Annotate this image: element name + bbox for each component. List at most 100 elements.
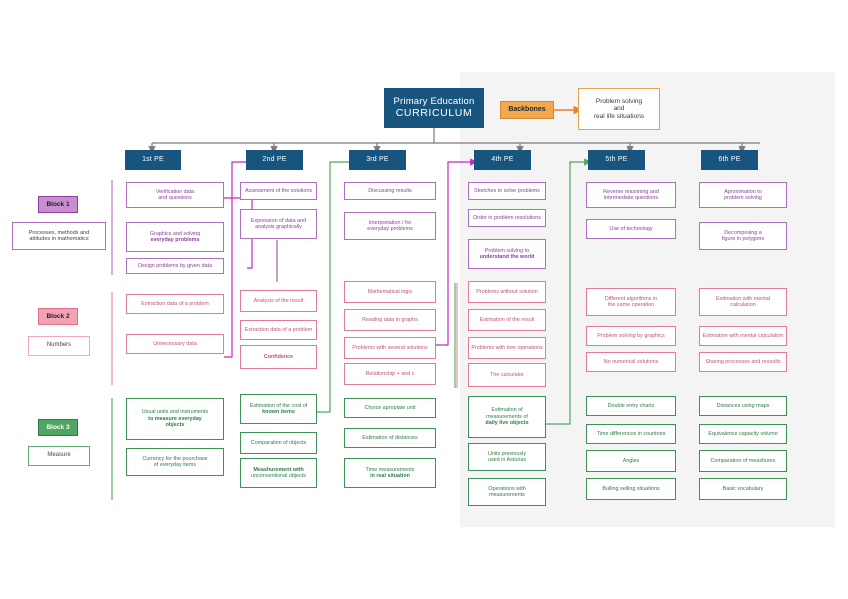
card-block3-pe6-1[interactable]: Distances using maps (699, 396, 787, 416)
card-block3-pe5-3[interactable]: Angles (586, 450, 676, 472)
column-header-pe1[interactable]: 1st PE (125, 150, 181, 170)
card-line: Analysis of the result (253, 297, 304, 304)
card-block2-pe2-1[interactable]: Analysis of the result (240, 290, 317, 312)
card-block2-pe4-1[interactable]: Problems without solution (468, 281, 546, 303)
card-block2-pe2-2[interactable]: Extraction data of a problem (240, 320, 317, 340)
card-block3-pe6-4[interactable]: Basic vocabulary (699, 478, 787, 500)
card-block2-pe3-4[interactable]: Relationship + and x (344, 363, 436, 385)
card-block2-pe6-3[interactable]: Sharing processes and resoults (699, 352, 787, 372)
card-line: Bulling selling situations (602, 485, 660, 492)
card-line: Operations with (488, 485, 526, 492)
card-block3-pe5-2[interactable]: Time differencce in countries (586, 424, 676, 444)
column-header-label: 5th PE (605, 155, 628, 163)
column-header-label: 3rd PE (366, 155, 389, 163)
card-block2-pe4-3[interactable]: Problems with tree operations (468, 337, 546, 359)
card-line: Aproximation to (724, 188, 762, 195)
backbones-label: Backbones (508, 105, 546, 113)
card-line: Problems without solution (476, 288, 538, 295)
card-block2-pe1-2[interactable]: Unnecessary data (126, 334, 224, 354)
block-description-line1: Processes, methods and (28, 229, 90, 236)
card-line: Extraction data of a problem (141, 300, 209, 307)
problem-solving-node[interactable]: Problem solving and real life situations (578, 88, 660, 130)
column-header-pe4[interactable]: 4th PE (474, 150, 531, 170)
column-header-pe6[interactable]: 6th PE (701, 150, 758, 170)
backbones-node[interactable]: Backbones (500, 101, 554, 119)
block-title-label: Block 3 (46, 423, 70, 431)
card-block1-pe4-1[interactable]: Sketches to solve problems (468, 182, 546, 200)
card-block3-pe5-4[interactable]: Bulling selling situations (586, 478, 676, 500)
card-line: Estimation with mental calculation (702, 332, 784, 339)
card-line: Estimation of the cost of (249, 402, 308, 409)
card-block1-pe5-2[interactable]: Use of technology (586, 219, 676, 239)
card-block2-pe6-2[interactable]: Estimation with mental calculation (699, 326, 787, 346)
block-description-block1: Processes, methods and attitudes in math… (12, 222, 106, 250)
root-node-curriculum[interactable]: Primary Education CURRICULUM (384, 88, 484, 128)
card-line: objects (165, 422, 185, 429)
card-line: Mathematical logic (367, 288, 413, 295)
card-block3-pe3-2[interactable]: Estimation of distances (344, 428, 436, 448)
card-line: Equivalence capacity volume (708, 430, 778, 437)
card-block3-pe2-2[interactable]: Comparation of objects (240, 432, 317, 454)
card-line: Expression of data and (250, 217, 307, 224)
card-block2-pe5-3[interactable]: No numerical solutions (586, 352, 676, 372)
card-line: problem solving (724, 195, 762, 201)
card-line: Interpretation / for (368, 219, 412, 226)
block-title-block2[interactable]: Block 2 (38, 308, 78, 325)
card-line: Problems with tree operations (471, 344, 543, 351)
card-line: analysis graphically (255, 224, 302, 230)
card-line: calculation (730, 302, 756, 308)
card-block2-pe3-1[interactable]: Mathematical logic (344, 281, 436, 303)
card-line: everyday problems (150, 237, 200, 243)
problem-solving-line2: and (613, 105, 625, 113)
card-block1-pe4-2[interactable]: Order in problem resolutions (468, 209, 546, 227)
column-header-pe2[interactable]: 2nd PE (246, 150, 303, 170)
card-line: Estimation of distances (362, 434, 418, 441)
card-block3-pe6-2[interactable]: Equivalence capacity volume (699, 424, 787, 444)
card-block1-pe2-1[interactable]: Assessment of the solutions (240, 182, 317, 200)
card-block2-pe4-4[interactable]: The calculator (468, 363, 546, 387)
card-line: Usual units and instruments (141, 409, 209, 416)
card-line: Decomposing a (724, 229, 762, 236)
card-line: Order in problem resolutions (472, 214, 541, 221)
block-title-block3[interactable]: Block 3 (38, 419, 78, 436)
card-block2-pe2-3[interactable]: Confidence (240, 345, 317, 369)
card-block2-pe5-2[interactable]: Problem solving by graphics (586, 326, 676, 346)
column-header-pe3[interactable]: 3rd PE (349, 150, 406, 170)
card-block3-pe3-1[interactable]: Choice apropiate unit (344, 398, 436, 418)
card-block3-pe5-1[interactable]: Double entry charts (586, 396, 676, 416)
card-line: Confidence (263, 353, 294, 360)
card-block2-pe3-3[interactable]: Problems with several solutions (344, 337, 436, 359)
card-line: the same operation (607, 302, 655, 308)
card-block2-pe1-1[interactable]: Extraction data of a problem (126, 294, 224, 314)
column-header-label: 2nd PE (262, 155, 287, 163)
block-title-block1[interactable]: Block 1 (38, 196, 78, 213)
card-block1-pe1-3[interactable]: Design problems by given data (126, 258, 224, 274)
card-block3-pe6-3[interactable]: Comparation of meashures (699, 450, 787, 472)
card-block2-pe3-2[interactable]: Reading data in graphs (344, 309, 436, 331)
column-header-label: 6th PE (718, 155, 741, 163)
problem-solving-line3: real life situations (593, 112, 645, 120)
card-block1-pe3-1[interactable]: Discussing results (344, 182, 436, 200)
column-header-pe5[interactable]: 5th PE (588, 150, 645, 170)
card-line: Double entry charts (607, 402, 655, 409)
card-block2-pe4-2[interactable]: Estimation of the result (468, 309, 546, 331)
